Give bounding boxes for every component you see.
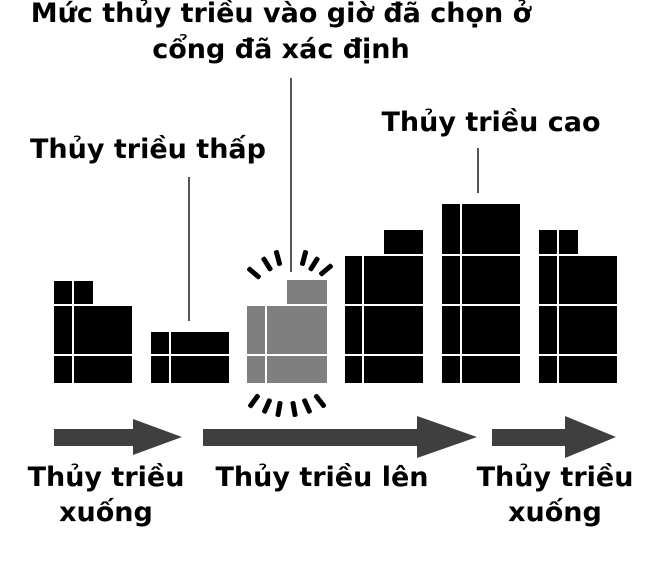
tide-bar-5-high-cell (442, 204, 460, 254)
tide-bar-1-falling-cell (54, 356, 72, 383)
tide-bar-1-falling-cell (74, 281, 93, 304)
tide-bar-5-high-cell (462, 356, 520, 383)
highlight-dash-top (299, 249, 309, 267)
tide-bar-1-falling-cell (54, 306, 72, 354)
tide-bar-5-high-cell (442, 256, 460, 304)
tide-bar-5-high-cell (462, 204, 520, 254)
falling-tide-label-left: Thủy triều xuống (0, 460, 256, 530)
high-tide-label: Thủy triều cao (381, 107, 601, 138)
tide-bar-3-selected-cell (247, 356, 265, 383)
rising-tide-label: Thủy triều lên (215, 462, 429, 493)
tide-bar-4-rising-cell (364, 306, 423, 354)
highlight-dash-bottom (290, 400, 298, 418)
tide-bar-4-rising-cell (345, 306, 362, 354)
tide-bar-1-falling-cell (74, 306, 132, 354)
falling-tide-label-right-line2: xuống (508, 497, 602, 528)
tide-bar-3-selected-cell (267, 356, 327, 383)
arrow-head (565, 416, 616, 458)
tide-bar-1-falling-cell (54, 281, 72, 304)
arrow-head (133, 419, 182, 455)
tide-bar-4-rising-cell (345, 356, 362, 383)
tide-bar-3-selected-cell (287, 280, 327, 304)
diagram-title: Mức thủy triều vào giờ đã chọn ở cổng đã… (3, 0, 559, 68)
falling-tide-label-right-line1: Thủy triều (476, 462, 634, 493)
tide-bar-5-high-cell (462, 256, 520, 304)
highlight-dash-bottom (275, 400, 283, 418)
tide-bar-1-falling-cell (74, 356, 132, 383)
title-line-2: cổng đã xác định (152, 34, 410, 65)
highlight-dash-bottom (301, 397, 313, 415)
tide-bar-6-falling-cell (539, 256, 557, 304)
highlight-dash-top (318, 262, 334, 278)
tide-bar-6-falling-cell (539, 230, 557, 254)
falling-tide-label-right: Thủy triều xuống (405, 460, 667, 530)
tide-bar-2-low-cell (171, 356, 229, 383)
title-line-1: Mức thủy triều vào giờ đã chọn ở (30, 0, 532, 29)
tide-bar-2-low-cell (171, 332, 229, 354)
tide-bar-6-falling-cell (559, 306, 617, 354)
falling-tide-label-left-line1: Thủy triều (27, 462, 185, 493)
tide-bar-5-high-cell (462, 306, 520, 354)
highlight-dash-bottom (313, 393, 327, 409)
highlight-dash-bottom (261, 397, 273, 415)
tide-bar-4-rising-cell (364, 256, 423, 304)
arrow-shaft (54, 429, 135, 446)
tide-bar-6-falling-cell (559, 256, 617, 304)
falling-tide-label-left-line2: xuống (59, 497, 153, 528)
tide-bar-4-rising-cell (364, 356, 423, 383)
high-tide-leader-line (477, 148, 479, 193)
tide-bar-5-high-cell (442, 356, 460, 383)
tide-bar-6-falling-cell (539, 306, 557, 354)
tide-bar-5-high-cell (442, 306, 460, 354)
tide-bar-4-rising-cell (345, 256, 362, 304)
tide-bar-4-rising-cell (384, 230, 423, 254)
highlight-dash-top (246, 265, 262, 281)
arrow-shaft (492, 429, 567, 446)
highlight-dash-top (307, 255, 321, 273)
low-tide-label: Thủy triều thấp (30, 134, 266, 165)
highlight-dash-bottom (247, 393, 261, 409)
tide-bar-6-falling-cell (539, 356, 557, 383)
tide-bar-6-falling-cell (559, 230, 578, 254)
arrow-head (417, 416, 477, 458)
highlight-dash-top (260, 255, 274, 273)
tide-bar-3-selected-cell (267, 306, 327, 354)
highlight-dash-top (273, 249, 283, 267)
tide-bar-2-low-cell (151, 356, 169, 383)
title-leader-line (290, 78, 292, 272)
tide-bar-6-falling-cell (559, 356, 617, 383)
tide-bar-2-low-cell (151, 332, 169, 354)
tide-bar-3-selected-cell (247, 306, 265, 354)
arrow-shaft (203, 429, 419, 446)
low-tide-leader-line (188, 177, 190, 321)
